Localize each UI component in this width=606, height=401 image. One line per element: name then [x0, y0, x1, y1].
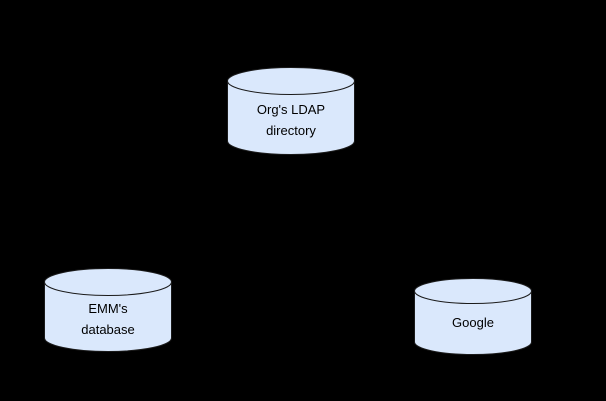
database-cylinder-icon	[227, 67, 355, 155]
node-ldap[interactable]: Org's LDAP directory	[227, 67, 355, 155]
database-cylinder-icon	[44, 268, 172, 352]
database-cylinder-icon	[414, 278, 532, 355]
node-emm[interactable]: EMM's database	[44, 268, 172, 352]
node-google[interactable]: Google	[414, 278, 532, 355]
